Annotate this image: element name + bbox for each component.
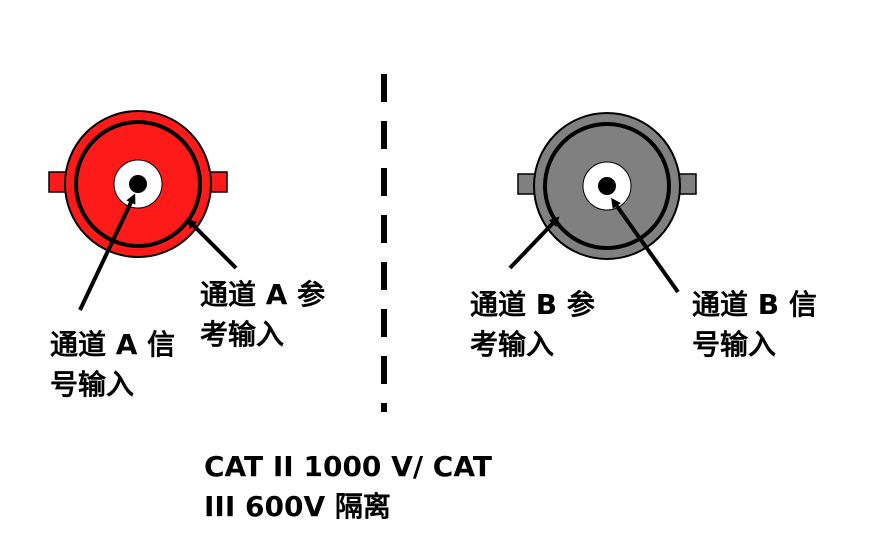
channel-b-signal-label-line2: 号输入 [692,328,777,361]
channel-a-signal-pin [129,175,147,193]
arrow-b-signal [611,197,680,294]
channel-a-connector [48,110,228,258]
isolation-rating-line2: III 600V 隔离 [204,490,391,523]
channel-b-inner-ring [543,122,671,250]
channel-b-reference-label: 通道 B 参 考输入 [470,285,595,365]
isolation-rating-label: CAT II 1000 V/ CAT III 600V 隔离 [204,447,492,527]
channel-a-reference-label-line1: 通道 A 参 [200,278,326,311]
arrow-a-signal [78,193,136,311]
channel-a-signal-label-line2: 号输入 [50,368,135,401]
channel-b-signal-label: 通道 B 信 号输入 [692,285,817,365]
channel-a-signal-label: 通道 A 信 号输入 [50,325,175,405]
channel-a-reference-label-line2: 考输入 [200,318,285,351]
isolation-rating-line1: CAT II 1000 V/ CAT [204,450,492,483]
channel-b-signal-label-line1: 通道 B 信 [692,288,817,321]
arrow-b-ref [508,216,560,270]
channel-b-signal-pin [598,177,616,195]
arrow-a-ref [186,218,238,270]
channel-b-connector [517,112,697,260]
channel-b-reference-label-line2: 考输入 [470,328,555,361]
channel-a-reference-label: 通道 A 参 考输入 [200,275,325,355]
channel-b-reference-label-line1: 通道 B 参 [470,288,595,321]
channel-a-signal-label-line1: 通道 A 信 [50,328,176,361]
channel-a-inner-ring [74,120,202,248]
